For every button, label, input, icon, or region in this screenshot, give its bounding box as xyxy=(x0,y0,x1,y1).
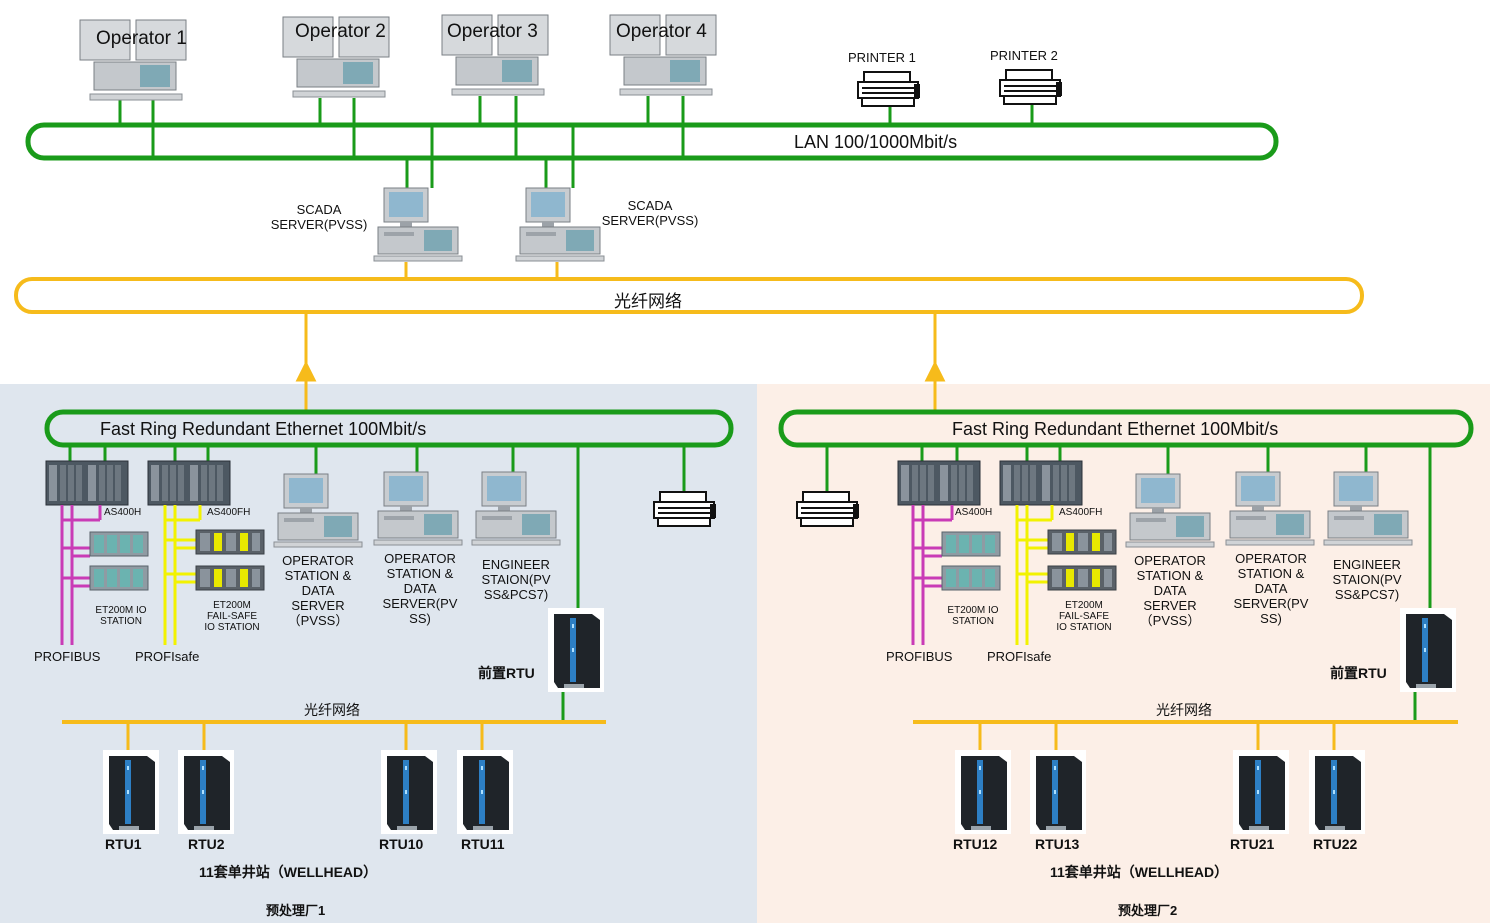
plant-1-ring-label: Fast Ring Redundant Ethernet 100Mbit/s xyxy=(100,419,427,439)
plant-1-profisafe-label: PROFIsafe xyxy=(135,649,200,664)
scada-server-right-label: SCADA SERVER(PVSS) xyxy=(601,198,699,228)
plant-2-et200m-label: ET200M IO STATION xyxy=(947,605,999,627)
plant-2-et200m-failsafe-label: ET200M FAIL-SAFE IO STATION xyxy=(1056,600,1112,633)
operator-1-label: Operator 1 xyxy=(96,28,187,49)
plant-1-rtu-1-label: RTU1 xyxy=(105,836,142,852)
plant-1-engineer-station-label: ENGINEER STAION(PV SS&PCS7) xyxy=(481,557,551,602)
plant-1-operator-station-2-label: OPERATOR STATION & DATA SERVER(PV SS) xyxy=(382,551,458,626)
plant-2-rtu-13-label: RTU13 xyxy=(1035,836,1080,852)
scada-server-left-label: SCADA SERVER(PVSS) xyxy=(270,202,368,232)
plant-2-fiber-label: 光纤网络 xyxy=(1156,702,1212,718)
plant-1-operator-station-1-label: OPERATOR STATION & DATA SERVER （PVSS） xyxy=(282,553,354,628)
plant-2-operator-station-1-label: OPERATOR STATION & DATA SERVER （PVSS） xyxy=(1134,553,1206,628)
plant-2-profisafe-label: PROFIsafe xyxy=(987,649,1052,664)
plant-1-et200m-label: ET200M IO STATION xyxy=(95,605,147,627)
plant-1-as400h-label: AS400H xyxy=(104,507,142,518)
plant-1-front-rtu-label: 前置RTU xyxy=(478,665,535,681)
plant-1-rtu-10-label: RTU10 xyxy=(379,836,424,852)
plant-2-as400fh-label: AS400FH xyxy=(1059,507,1103,518)
operator-3-label: Operator 3 xyxy=(447,21,538,42)
plant-1-wellhead-label: 11套单井站（WELLHEAD） xyxy=(199,864,378,880)
plant-1-et200m-failsafe-label: ET200M FAIL-SAFE IO STATION xyxy=(204,600,260,633)
plant-2-operator-station-2-label: OPERATOR STATION & DATA SERVER(PV SS) xyxy=(1233,551,1309,626)
plant-2-rtu-12-label: RTU12 xyxy=(953,836,998,852)
operator-4-label: Operator 4 xyxy=(616,21,707,42)
printer-1-label: PRINTER 1 xyxy=(848,50,916,65)
plant-1-rtu-2-label: RTU2 xyxy=(188,836,225,852)
plant-1-as400fh-label: AS400FH xyxy=(207,507,251,518)
plant-1-rtu-11-label: RTU11 xyxy=(461,836,505,852)
plant-2-as400h-label: AS400H xyxy=(955,507,993,518)
plant-2-front-rtu-label: 前置RTU xyxy=(1330,665,1387,681)
plant-2-profibus-label: PROFIBUS xyxy=(886,649,953,664)
plant-2-wellhead-label: 11套单井站（WELLHEAD） xyxy=(1050,864,1229,880)
plant-2-name: 预处理厂2 xyxy=(1118,903,1178,918)
plant-2-ring-label: Fast Ring Redundant Ethernet 100Mbit/s xyxy=(952,419,1279,439)
plant-1-profibus-label: PROFIBUS xyxy=(34,649,101,664)
lan-label: LAN 100/1000Mbit/s xyxy=(794,132,958,152)
fiber-network-label: 光纤网络 xyxy=(614,292,682,311)
printer-2-label: PRINTER 2 xyxy=(990,48,1058,63)
operator-2-label: Operator 2 xyxy=(295,21,386,42)
plant-2-engineer-station-label: ENGINEER STAION(PV SS&PCS7) xyxy=(1332,557,1402,602)
plant-2-rtu-22-label: RTU22 xyxy=(1313,836,1358,852)
plant-1-name: 预处理厂1 xyxy=(266,903,326,918)
plant-1-fiber-label: 光纤网络 xyxy=(304,702,360,718)
plant-2-rtu-21-label: RTU21 xyxy=(1230,836,1275,852)
